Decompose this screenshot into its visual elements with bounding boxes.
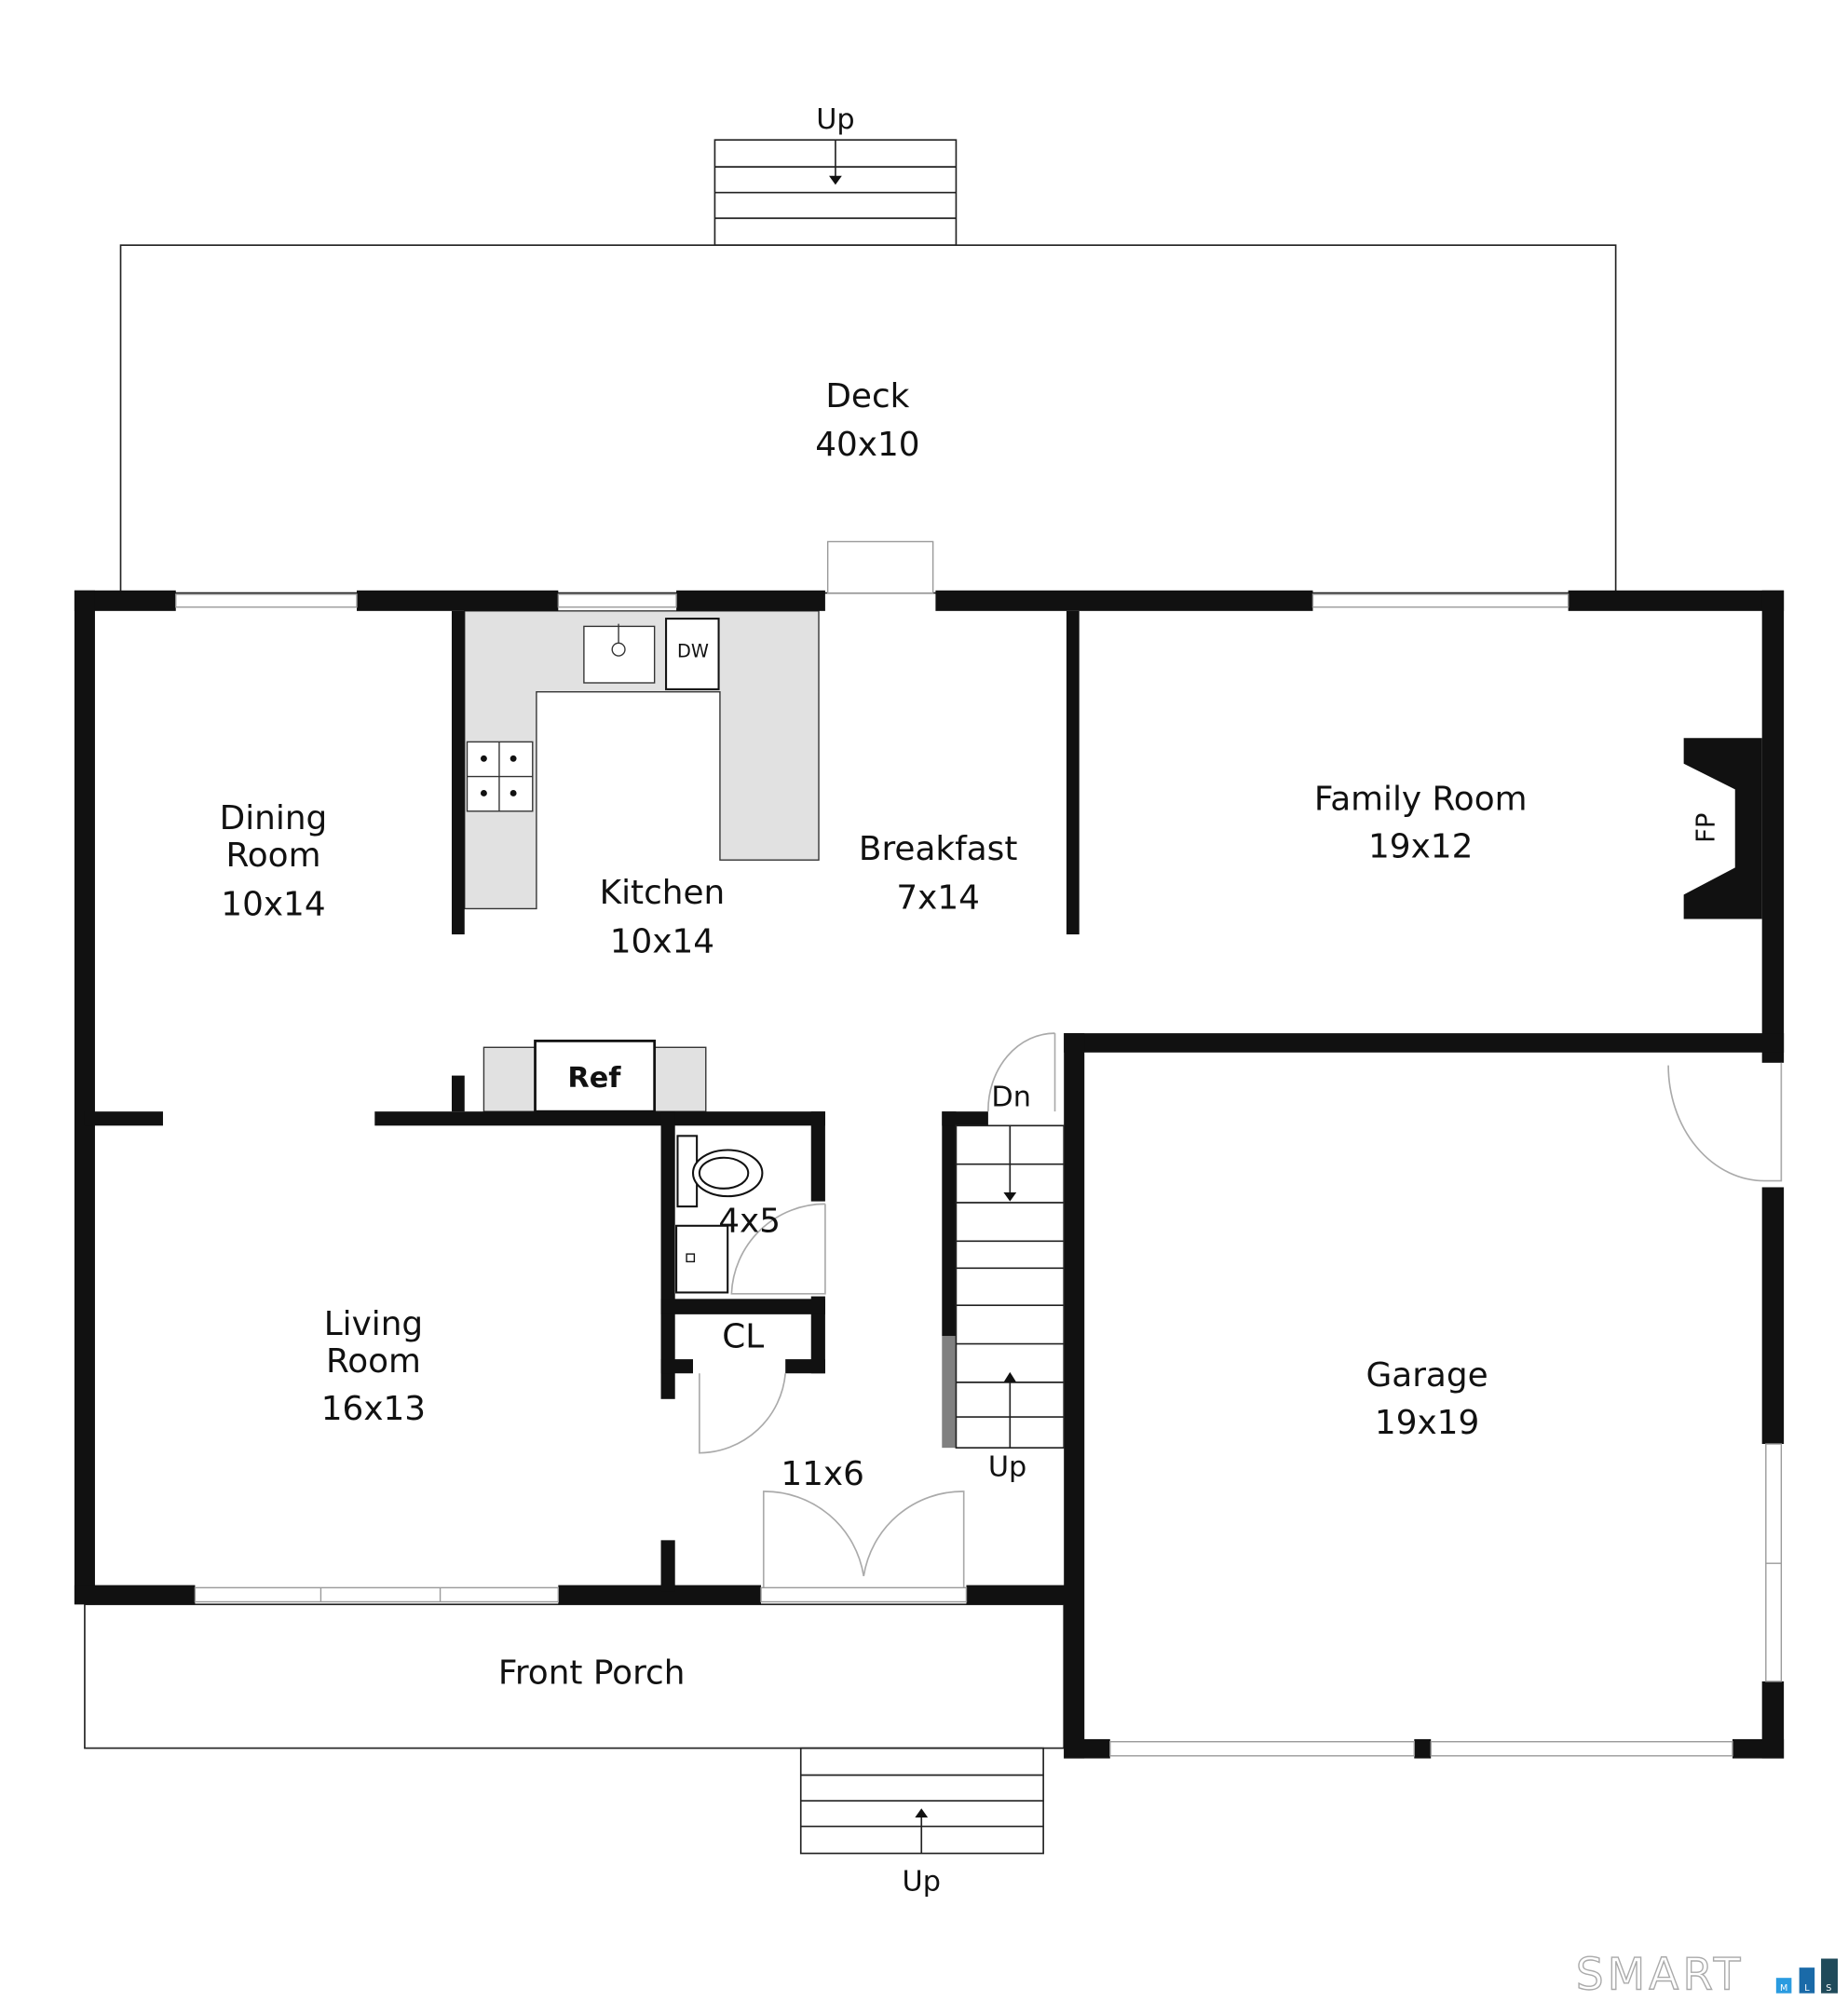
kitchen-name: Kitchen	[600, 874, 726, 912]
deck-stairs-label: Up	[816, 103, 854, 136]
room-labels: Dining Room 10x14 Kitchen 10x14 Breakfas…	[220, 780, 1528, 1493]
kitchen-counters: DW Ref	[464, 610, 820, 1113]
dining-name-2: Room	[225, 837, 320, 875]
family-size: 19x12	[1368, 827, 1473, 865]
garage-size: 19x19	[1375, 1404, 1479, 1442]
arrow-up-icon	[1003, 1371, 1017, 1382]
foyer-size: 11x6	[781, 1455, 864, 1493]
arrow-down-icon	[829, 175, 842, 185]
refrigerator-label: Ref	[567, 1062, 621, 1095]
windows	[175, 593, 1783, 1757]
breakfast-size: 7x14	[896, 878, 980, 917]
front-porch: Up Front Porch	[84, 1603, 1066, 1898]
doors	[699, 1032, 1783, 1603]
fireplace-label: FP	[1692, 812, 1721, 842]
dishwasher-label: DW	[677, 640, 709, 661]
closet-name: CL	[722, 1318, 764, 1356]
svg-text:M: M	[1780, 1983, 1787, 1994]
arrow-down-icon	[1003, 1191, 1017, 1202]
fireplace: FP	[1683, 738, 1762, 919]
deck-landing	[826, 540, 934, 594]
living-size: 16x13	[321, 1390, 426, 1428]
smart-mls-logo: SMART M L S	[1575, 1950, 1838, 2001]
deck-name: Deck	[825, 377, 909, 415]
breakfast-name: Breakfast	[859, 830, 1017, 868]
kitchen-size: 10x14	[610, 922, 714, 960]
sink-icon	[675, 1224, 729, 1294]
living-name-2: Room	[326, 1342, 421, 1381]
deck-size: 40x10	[815, 426, 919, 464]
dining-size: 10x14	[221, 885, 325, 923]
family-name: Family Room	[1314, 780, 1528, 818]
dining-name-1: Dining	[220, 799, 328, 837]
deck: Up Deck 40x10	[119, 103, 1617, 594]
half-bath-fixtures	[675, 1135, 764, 1294]
porch-name: Front Porch	[498, 1654, 686, 1693]
refrigerator	[534, 1040, 657, 1113]
living-name-1: Living	[324, 1305, 423, 1343]
svg-text:L: L	[1804, 1983, 1810, 1994]
bath-size: 4x5	[718, 1203, 781, 1241]
sink-icon	[583, 625, 656, 684]
svg-text:SMART: SMART	[1576, 1951, 1745, 2001]
arrow-up-icon	[915, 1808, 929, 1817]
walls	[74, 590, 1785, 1759]
cooktop-icon	[466, 741, 534, 812]
dishwasher	[665, 618, 720, 690]
interior-stairs: Dn Up	[955, 1082, 1066, 1483]
stairs-up-label: Up	[988, 1450, 1026, 1483]
svg-text:S: S	[1826, 1983, 1831, 1994]
garage-name: Garage	[1366, 1356, 1488, 1395]
front-stairs-label: Up	[903, 1865, 941, 1898]
stairs-down-label: Dn	[991, 1082, 1031, 1114]
